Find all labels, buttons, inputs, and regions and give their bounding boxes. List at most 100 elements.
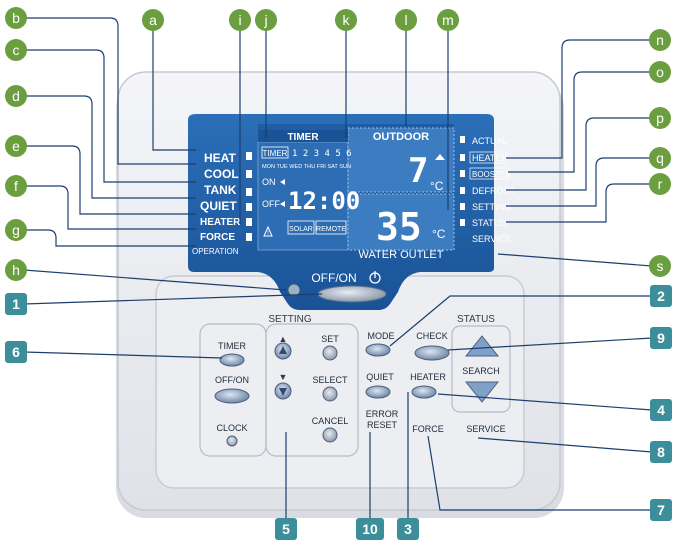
select-button-label: SELECT xyxy=(312,375,348,385)
error-label-2: RESET xyxy=(367,420,398,430)
booster-indicator xyxy=(460,170,465,177)
heat-indicator xyxy=(246,152,252,160)
callout-r-text: r xyxy=(658,176,663,192)
callout-q xyxy=(649,147,671,169)
right-status-indicators xyxy=(460,136,465,226)
callout-i-text: i xyxy=(238,12,241,28)
callout-o xyxy=(649,61,671,83)
search-label: SEARCH xyxy=(462,366,500,376)
callout-g xyxy=(5,219,27,241)
clock-button[interactable] xyxy=(226,435,238,447)
callout-j xyxy=(255,9,277,31)
quiet-button[interactable] xyxy=(365,385,391,399)
quiet-indicator xyxy=(246,203,252,211)
callout-1-text: 1 xyxy=(12,296,20,312)
callout-a-text: a xyxy=(149,12,157,28)
callout-k-text: k xyxy=(343,12,351,28)
check-button[interactable] xyxy=(414,345,450,361)
callout-i xyxy=(229,9,251,31)
heater-r-indicator xyxy=(460,154,465,161)
remote-label: REMOTE xyxy=(316,226,346,233)
label-status: STATUS xyxy=(472,218,506,228)
select-button[interactable] xyxy=(322,386,338,402)
mode-button[interactable] xyxy=(365,343,391,357)
callout-2 xyxy=(650,285,672,307)
callout-2-text: 2 xyxy=(657,288,665,304)
callout-m xyxy=(437,9,459,31)
left-mode-labels xyxy=(246,152,252,241)
timer-area xyxy=(257,141,349,251)
up-arrow-icon xyxy=(279,346,287,354)
callout-c xyxy=(5,39,27,61)
set-button[interactable] xyxy=(322,345,338,361)
booster-box xyxy=(469,167,509,180)
callout-7-text: 7 xyxy=(657,502,665,518)
label-quiet: QUIET xyxy=(200,199,237,213)
callout-f xyxy=(5,175,27,197)
solar-box xyxy=(287,220,315,235)
error-label-1: ERROR xyxy=(366,409,399,419)
on-label: ON xyxy=(262,177,276,187)
callout-l-text: l xyxy=(404,12,407,28)
weekdays: MON TUE WED THU FRI SAT SUN xyxy=(262,164,351,170)
label-heat: HEAT xyxy=(204,151,236,165)
timer-title: TIMER xyxy=(287,132,319,143)
outdoor-unit: °C xyxy=(430,179,444,193)
callout-4 xyxy=(650,399,672,421)
water-temp: 35 xyxy=(376,205,422,249)
search-up-button[interactable] xyxy=(464,335,500,357)
callout-9-text: 9 xyxy=(657,330,665,346)
setting-button-group xyxy=(265,323,359,457)
on-arrow-icon xyxy=(280,179,285,185)
cancel-button[interactable] xyxy=(322,427,338,443)
letter-callouts: a b c d e f g h i j k l m n o p q xyxy=(5,7,671,281)
offon-button[interactable] xyxy=(214,388,250,404)
callout-s-text: s xyxy=(657,258,664,274)
heater-button[interactable] xyxy=(411,385,437,399)
callout-6-text: 6 xyxy=(12,344,20,360)
callout-s xyxy=(649,255,671,277)
status-indicator xyxy=(460,219,465,226)
clock-value: 12:00 xyxy=(288,187,360,215)
down-triangle-glyph: ▼ xyxy=(279,372,288,382)
callout-7 xyxy=(650,499,672,521)
down-arrow-icon xyxy=(279,388,287,396)
tank-indicator xyxy=(246,188,252,196)
callout-c-text: c xyxy=(13,42,20,58)
setting-indicator xyxy=(460,203,465,210)
callout-e xyxy=(5,135,27,157)
callout-5-text: 5 xyxy=(282,521,290,537)
callout-1 xyxy=(5,293,27,315)
status-button-group xyxy=(451,325,511,413)
label-tank: TANK xyxy=(204,183,237,197)
timer-box xyxy=(261,146,289,159)
label-defrost: DEFROST xyxy=(472,186,516,196)
search-down-button[interactable] xyxy=(464,381,500,403)
timer-button[interactable] xyxy=(219,353,245,367)
label-cool: COOL xyxy=(204,167,239,181)
force-button-label: FORCE xyxy=(412,424,444,434)
operation-label: OPERATION xyxy=(192,247,239,256)
setting-header: SETTING xyxy=(268,314,312,325)
callout-4-text: 4 xyxy=(657,402,665,418)
timer-numbers: 1 2 3 4 5 6 xyxy=(292,149,352,159)
label-setting: SETTING xyxy=(472,202,511,212)
label-actual: ACTUAL xyxy=(472,136,508,146)
callout-k xyxy=(335,9,357,31)
main-offon-button[interactable] xyxy=(317,285,387,303)
water-outlet-label: WATER OUTLET xyxy=(359,249,444,261)
callout-b xyxy=(5,7,27,29)
callout-9 xyxy=(650,327,672,349)
callout-j-text: j xyxy=(263,12,267,28)
callout-3 xyxy=(397,518,419,540)
solar-label: SOLAR xyxy=(289,226,313,233)
callout-h-text: h xyxy=(12,262,20,278)
timer-title-bar xyxy=(258,130,348,142)
water-unit: °C xyxy=(432,227,446,241)
label-force: FORCE xyxy=(200,232,235,243)
cool-indicator xyxy=(246,170,252,178)
timer-box-label: TIMER xyxy=(263,149,288,158)
letter-leader-lines xyxy=(23,17,653,291)
callout-d xyxy=(5,85,27,107)
callout-l xyxy=(395,9,417,31)
